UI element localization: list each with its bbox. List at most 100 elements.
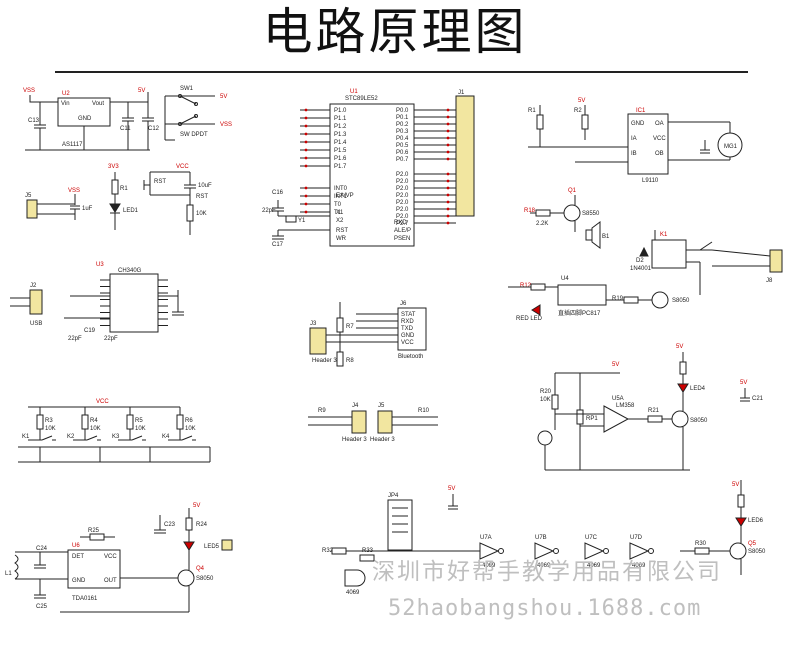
reg-ref-label: U2 (62, 91, 70, 97)
rst-cap-label: 10uF (198, 183, 212, 189)
ch340-ic (109, 273, 159, 333)
mcu-ale-label: ALE/P (394, 228, 411, 234)
pwr-3v3-label: 3V3 (108, 164, 119, 170)
mot-ia-label: IA (631, 136, 637, 142)
mot-5v-label: 5V (578, 98, 585, 104)
logic-q-label: Q5 (748, 541, 757, 547)
ldr-rv-label: 10K (540, 397, 551, 403)
key-resistor-label: R6 (185, 418, 193, 424)
logic-module: JP4 5V R32 R33 4069 U7A4069U7B4069U7C406… (322, 480, 766, 596)
key-pullup-resistor (176, 414, 184, 430)
bluetooth-module: R7 R8 J3 Header 3 J6 Bluetooth STAT RXD … (309, 301, 427, 367)
ir-gnd-label: GND (72, 578, 86, 584)
usb-label: USB (30, 321, 42, 327)
mcu-pin-right-label: P0.7 (396, 157, 409, 163)
mcu-pin-right-label: P0.2 (396, 122, 409, 128)
relay-q-label: S8050 (672, 298, 690, 304)
ir-led-label: LED5 (204, 544, 220, 550)
key-label: K2 (67, 434, 75, 440)
mcu-pin-right-label: P0.3 (396, 129, 409, 135)
relay-r12-label: R12 (520, 283, 532, 289)
mcu-pin-left-label: P1.5 (334, 148, 347, 154)
hdr-r10-label: R10 (418, 408, 430, 414)
key-label: K4 (162, 434, 170, 440)
ldr-led-label: LED4 (690, 386, 706, 392)
key-resistor-value: 10K (185, 426, 196, 432)
mcu-module: U1 STC89LE52 P1.0P1.1P1.2P1.3P1.4P1.5P1.… (262, 89, 475, 248)
key-pullup-resistor (81, 414, 89, 430)
mcu-pin-left-label: T1 (334, 210, 342, 216)
mcu-pin-left-label: P1.3 (334, 132, 347, 138)
ldr-opamp (603, 405, 630, 433)
ldr-part-label: LM358 (616, 403, 635, 409)
pwr-vss-label: VSS (68, 188, 80, 194)
mcu-pin-left-label: P1.7 (334, 164, 347, 170)
relay-opto-note: 直插四脚PC817 (558, 309, 601, 317)
ldr-5v2-label: 5V (676, 344, 683, 350)
mcu-pin-right-label: P2.0 (396, 207, 409, 213)
page-title: 电路原理图 (262, 3, 528, 61)
logic-j-label: JP4 (388, 493, 399, 499)
reg-gnd-label: GND (78, 116, 92, 122)
inverter-part-label: 4069 (537, 563, 551, 569)
hdr-r9-label: R9 (318, 408, 326, 414)
relay-led-label: RED LED (516, 316, 543, 322)
ir-module: TDA0161 U6 DET VCC GND OUT L1 C24 C25 R2… (5, 503, 233, 613)
mcu-pin-right-label: P2.7 (396, 221, 409, 227)
reg-part-label: AS1117 (62, 142, 83, 148)
bt-r8-label: R8 (346, 358, 354, 364)
reg-5v-label: 5V (138, 88, 145, 94)
inverter-gate (534, 542, 555, 560)
logic-5v2-label: 5V (732, 482, 739, 488)
motor-module: 5V R1 R2 IC1 L9110 GND OA IA VCC IB OB M… (528, 98, 743, 184)
inverter-gate (584, 542, 605, 560)
hdr-j4-label: J4 (352, 403, 359, 409)
ldr-qt-label: S8050 (690, 418, 708, 424)
mcu-wr-label: WR (336, 236, 347, 242)
reg-vss-label: VSS (23, 88, 35, 94)
bt-j3-label: J3 (310, 321, 317, 327)
mcu-x2-label: X2 (336, 218, 344, 224)
ir-u-label: U6 (72, 543, 80, 549)
mcu-pin-right-label: P0.4 (396, 136, 409, 142)
mcu-pin-left-label: INT0 (334, 186, 348, 192)
title-underline (55, 71, 748, 73)
mcu-c16-label: C16 (272, 190, 284, 196)
mot-r1-label: R1 (528, 108, 536, 114)
mcu-pin-right-label: P0.1 (396, 115, 409, 121)
regulator-ic (57, 97, 111, 127)
mcu-pin-right-label: P2.0 (396, 172, 409, 178)
relay-ref-label: K1 (660, 232, 668, 238)
mot-ic-label: IC1 (636, 108, 646, 114)
mcu-pin-right-label: P2.0 (396, 214, 409, 220)
hdr-j5-label: J5 (378, 403, 385, 409)
ldr-5v-label: 5V (612, 362, 619, 368)
ir-ic (67, 549, 121, 589)
mcu-pin-left-label: T0 (334, 202, 342, 208)
logic-led-label: LED6 (748, 518, 764, 524)
ir-c25-label: C25 (36, 604, 48, 610)
power-led-module: J5 VSS 1uF 3V3 R1 LED1 (25, 164, 139, 230)
mcu-pin-right-label: P2.0 (396, 200, 409, 206)
mcu-c22-label: 22pF (262, 208, 276, 214)
ir-det-label: DET (72, 554, 84, 560)
mcu-ea-label: EA/VP (336, 193, 354, 199)
mcu-rst-label: RST (336, 228, 348, 234)
key-resistor-value: 10K (135, 426, 146, 432)
relay-j-label: J8 (766, 278, 773, 284)
mcu-ref-label: U1 (350, 89, 358, 95)
inverter-part-label: 4069 (632, 563, 646, 569)
reset-module: VCC RST 10uF 10K RST (143, 164, 212, 235)
key-label: K3 (112, 434, 120, 440)
mot-gnd-label: GND (631, 121, 645, 127)
bt-rxd-label: RXD (401, 319, 414, 325)
reg-c11-label: C11 (120, 126, 131, 132)
relay-optocoupler (557, 284, 607, 306)
switch-ref-label: SW1 (180, 86, 194, 92)
ldr-r-label: R20 (540, 389, 552, 395)
relay-coil (651, 239, 687, 269)
reg-c12-label: C12 (148, 126, 160, 132)
key-resistor-value: 10K (45, 426, 56, 432)
ldr-rp-label: RP1 (586, 416, 598, 422)
